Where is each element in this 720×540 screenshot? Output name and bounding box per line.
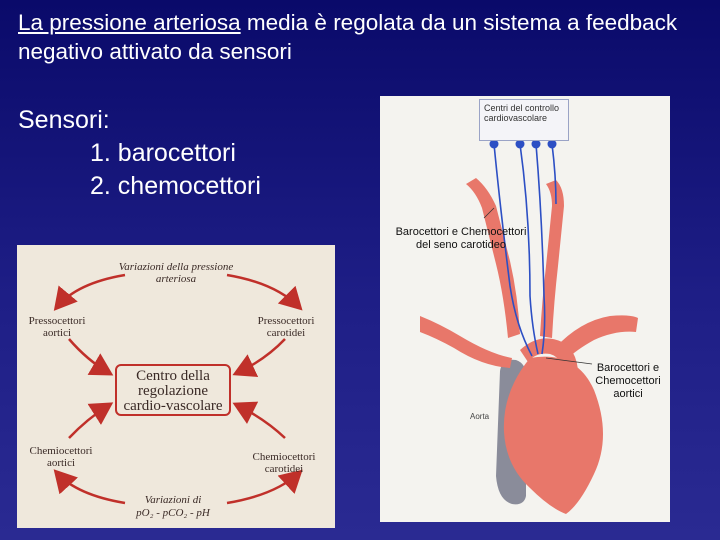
arrow-upper-left-to-center [69,339,109,373]
left-subclavian-shape [420,316,512,368]
heart-arteries-drawing [380,96,670,522]
label-variazioni-gas-line1: Variazioni di [117,494,229,506]
arrow-bottom-to-lower-right [227,473,299,503]
center-regulation-box: Centro della regolazione cardio-vascolar… [115,364,231,416]
label-chemiocettori-aortici: Chemiocettori aortici [21,445,101,469]
label-variazioni-gas-line2: pO₂ - pCO₂ - pH [117,507,229,519]
arrow-lower-right-to-center [237,405,285,438]
slide-title: La pressione arteriosa media è regolata … [18,8,708,66]
label-pressocettori-aortici: Pressocettori aortici [21,315,93,339]
feedback-loop-diagram: Variazioni della pressione arteriosa Pre… [17,245,335,528]
arrow-lower-left-to-center [69,405,109,438]
sensor-item-barocettori: 1. barocettori [18,137,261,170]
left-carotid-shape [466,178,520,338]
sensor-item-chemocettori: 2. chemocettori [18,170,261,203]
sensors-heading: Sensori: [18,104,261,137]
arrow-upper-right-to-center [237,339,285,373]
anatomy-illustration: Centri del controllo cardiovascolare Bar… [380,96,670,522]
label-pressocettori-carotidei: Pressocettori carotidei [249,315,323,339]
label-variazioni-pressione: Variazioni della pressione arteriosa [115,261,237,285]
arrow-bottom-to-lower-left [57,473,125,503]
arrow-top-to-upper-right [227,275,299,307]
control-centers-box: Centri del controllo cardiovascolare [479,99,569,141]
label-carotid-receptors: Barocettori e Chemocettori del seno caro… [388,226,534,252]
sensors-list: Sensori: 1. barocettori 2. chemocettori [18,104,261,203]
title-underlined-part: La pressione arteriosa [18,10,241,35]
label-chemiocettori-carotidei: Chemiocettori carotidei [235,451,333,475]
label-aortic-receptors: Barocettori e Chemocettori aortici [586,362,670,401]
label-aorta: Aorta [470,412,489,421]
